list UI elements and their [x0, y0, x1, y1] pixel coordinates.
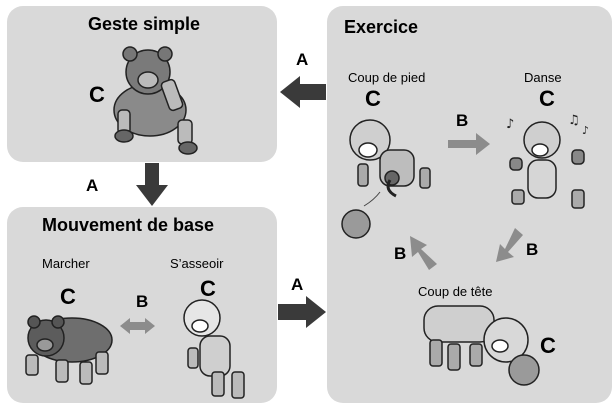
arrow-kick-to-dance — [448, 133, 490, 155]
marcher-badge: C — [60, 284, 76, 309]
arrow-headbutt-to-kick — [410, 236, 437, 270]
arrow-walk-sit — [120, 318, 155, 334]
sasseoir-label: S’asseoir — [170, 256, 224, 271]
exercice-title: Exercice — [344, 17, 419, 37]
arrow-dance-to-headbutt — [496, 228, 523, 262]
robot-dance: ♪ ♫ ♪ — [506, 113, 589, 209]
arrow-a-label-base-exercice: A — [291, 275, 304, 294]
panel-mouvement-de-base — [7, 207, 277, 403]
base-transition-label: B — [136, 292, 149, 311]
geste-simple-title: Geste simple — [88, 14, 201, 34]
sasseoir-badge: C — [200, 276, 216, 301]
svg-text:♫: ♫ — [568, 113, 580, 128]
robot-kick — [341, 119, 431, 239]
exercice-transition-label-2: B — [526, 240, 539, 259]
svg-text:♪: ♪ — [506, 117, 514, 132]
exercice-transition-label-3: B — [394, 244, 407, 263]
arrow-base-to-exercice — [278, 296, 326, 328]
svg-text:♪: ♪ — [582, 124, 589, 137]
coup-de-pied-label: Coup de pied — [348, 70, 426, 85]
coup-de-tete-badge: C — [540, 333, 556, 358]
marcher-label: Marcher — [42, 256, 90, 271]
coup-de-tete-label: Coup de tête — [418, 284, 493, 299]
arrow-a-label-geste-base: A — [86, 176, 99, 195]
coup-de-pied-badge: C — [365, 86, 381, 111]
mouvement-de-base-title: Mouvement de base — [42, 215, 215, 235]
arrow-a-label-exercice-geste: A — [296, 50, 309, 69]
arrow-exercice-to-geste — [280, 76, 326, 108]
danse-badge: C — [539, 86, 555, 111]
robot-sit — [183, 299, 245, 399]
exercice-transition-label-1: B — [456, 111, 469, 130]
danse-label: Danse — [524, 70, 562, 85]
arrow-geste-to-base — [136, 163, 168, 206]
robot-headbutt — [423, 305, 540, 386]
geste-simple-badge: C — [89, 82, 105, 107]
robot-gesture — [113, 46, 198, 155]
robot-walk — [25, 315, 113, 385]
